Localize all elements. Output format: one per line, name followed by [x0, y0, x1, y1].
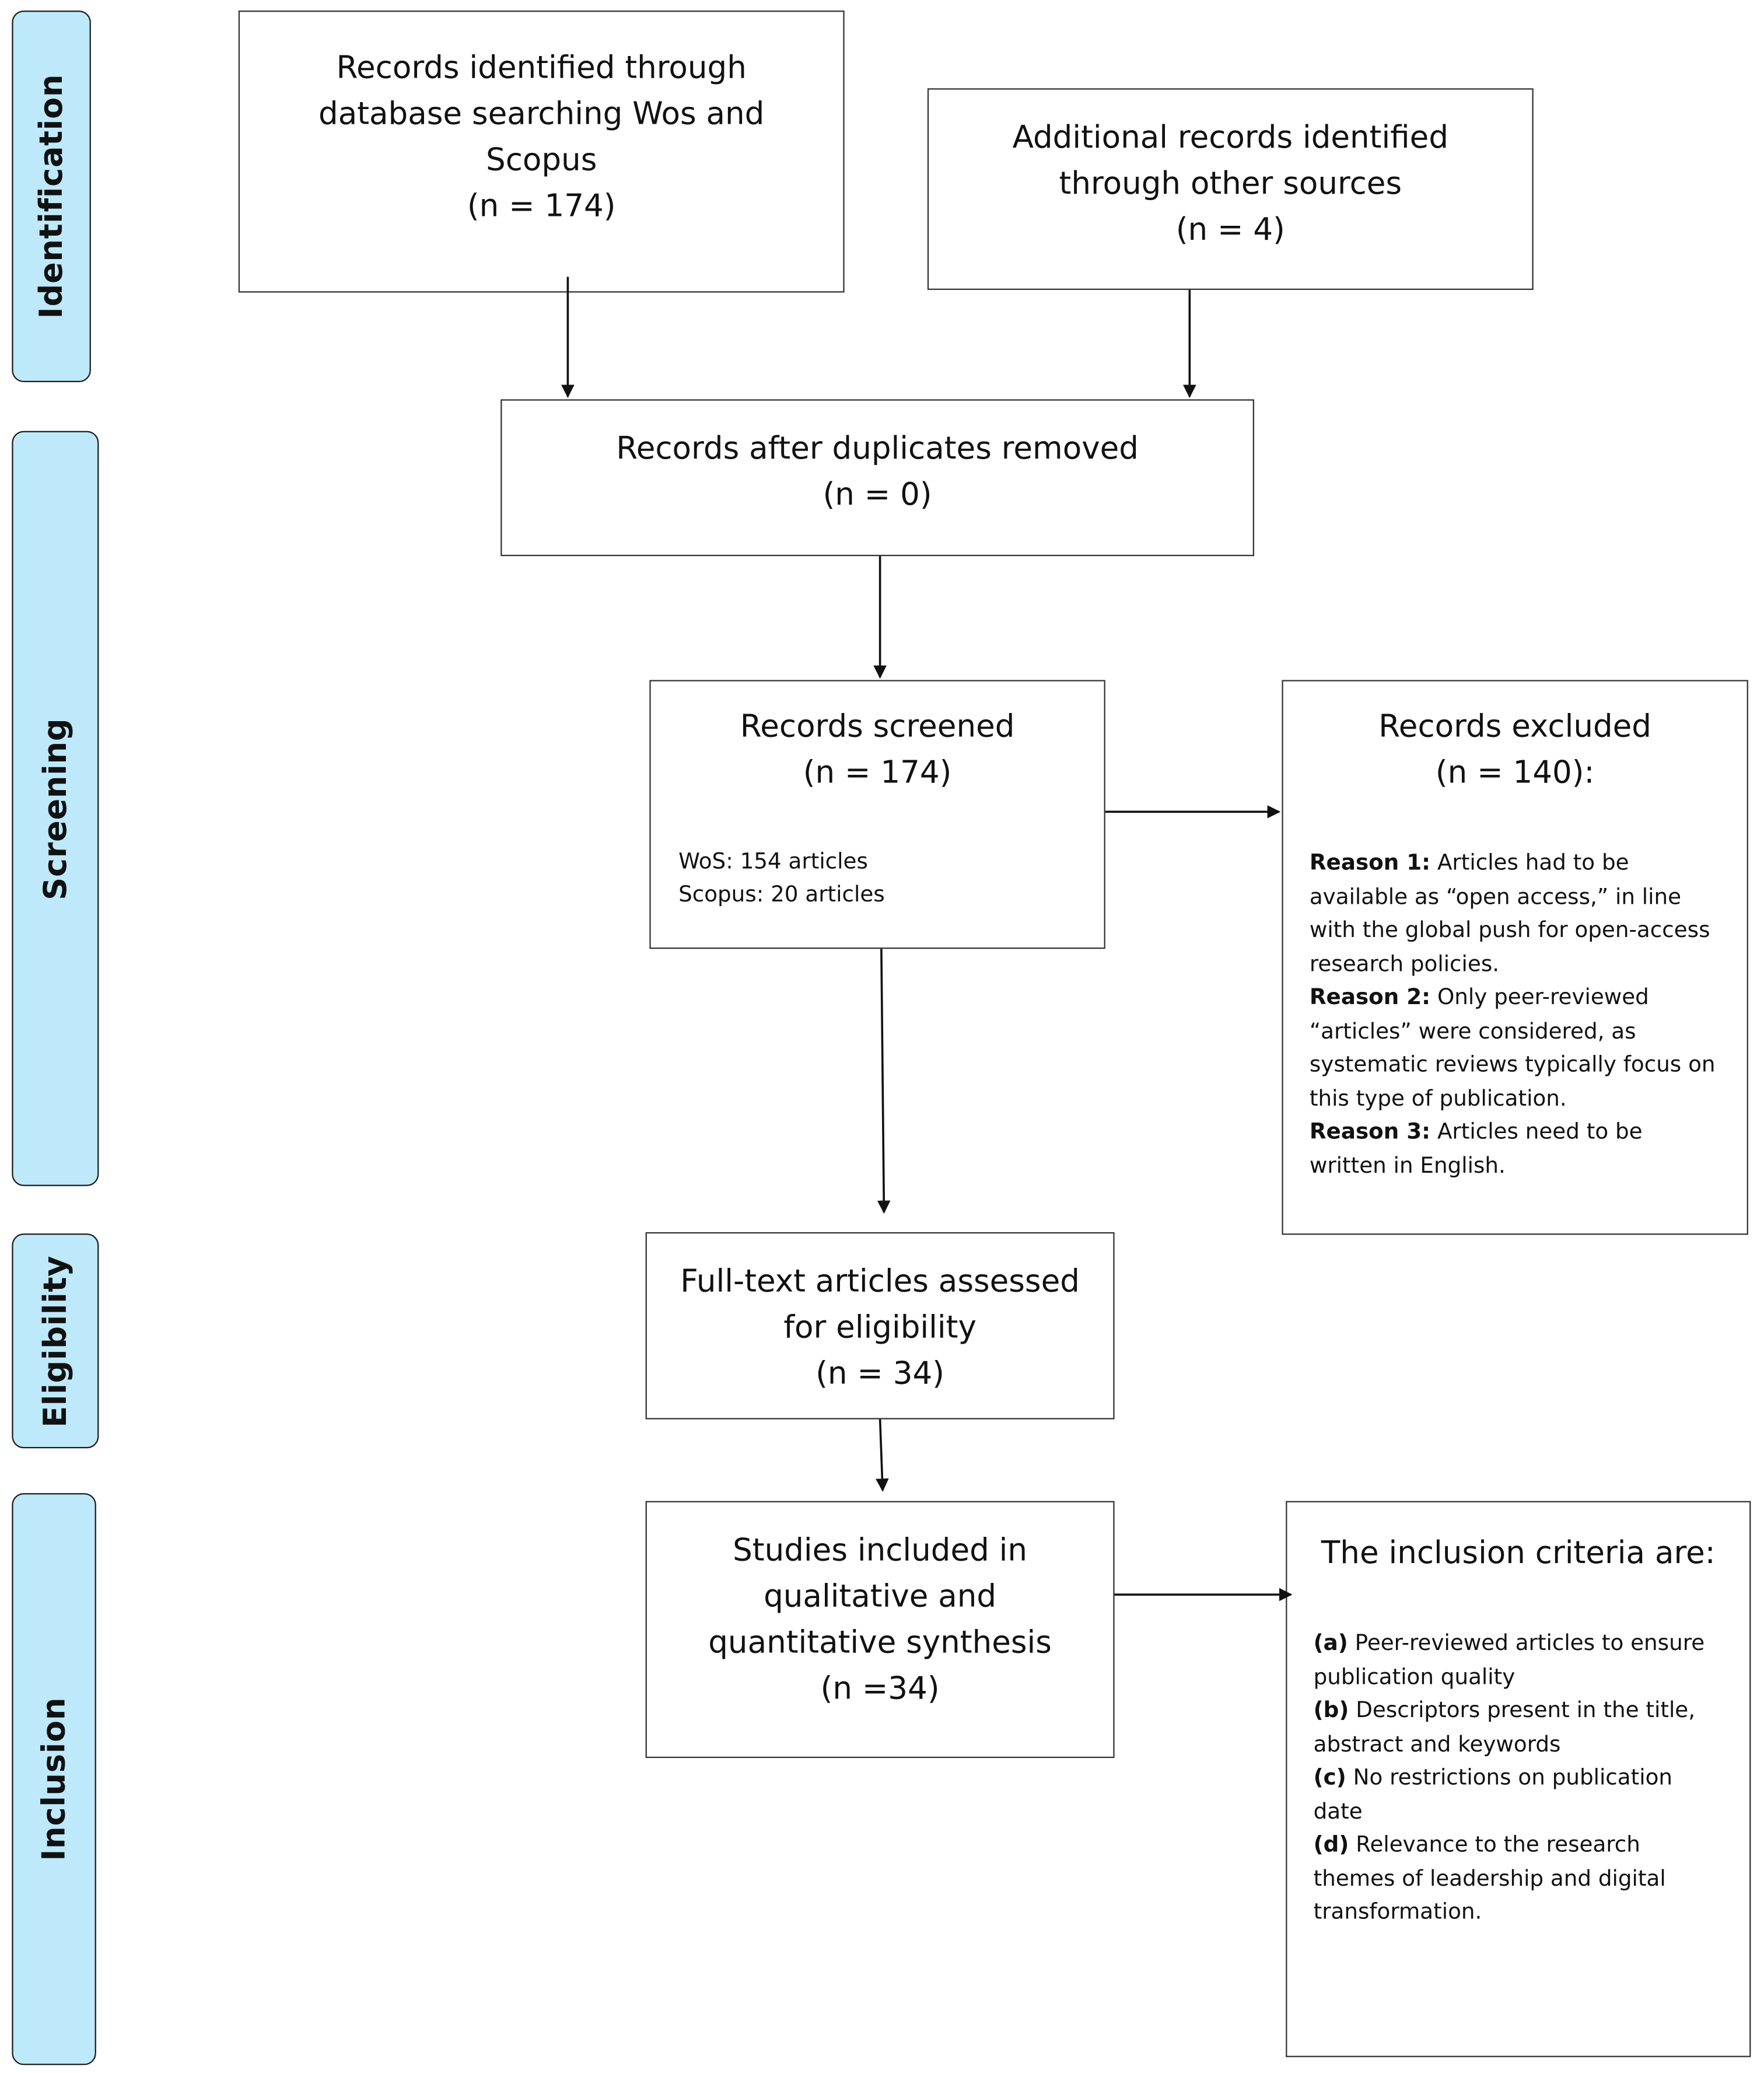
identified-database-line: Scopus — [486, 141, 597, 178]
exclusion-reason-row: written in English. — [1309, 1152, 1506, 1178]
eligibility-line: for eligibility — [783, 1308, 977, 1346]
inclusion-criteria-title: The inclusion criteria are: — [1321, 1534, 1716, 1571]
identified-database-count: (n = 174) — [467, 187, 616, 224]
records-screened-count: (n = 174) — [803, 753, 952, 791]
exclusion-reason-row: research policies. — [1309, 950, 1500, 976]
studies-included-line: Studies included in — [733, 1531, 1028, 1568]
exclusion-reason-row: Reason 1: Articles had to be — [1309, 850, 1629, 875]
exclusion-reason-row: this type of publication. — [1309, 1085, 1567, 1110]
exclusion-reason-row: with the global push for open-access — [1309, 917, 1710, 942]
criteria-item-row: (a) Peer-reviewed articles to ensure — [1313, 1630, 1705, 1655]
phase-eligibility: Eligibility — [12, 1233, 99, 1449]
exclusion-reason-row: systematic reviews typically focus on — [1309, 1051, 1716, 1077]
duplicates-removed-line: Records after duplicates removed — [616, 429, 1139, 467]
identified-other-count: (n = 4) — [1175, 211, 1285, 248]
records-screened-line: Records screened — [740, 707, 1015, 745]
screened-detail-scopus: Scopus: 20 articles — [678, 880, 885, 906]
arrow-eligibility-to-included — [876, 1419, 889, 1492]
eligibility-line: Full-text articles assessed — [680, 1262, 1080, 1300]
identified-database-line: database searching Wos and — [318, 95, 765, 132]
exclusion-reason-row: available as “open access,” in line — [1309, 883, 1682, 909]
exclusion-reason-row: Reason 2: Only peer-reviewed — [1309, 984, 1649, 1010]
phase-inclusion: Inclusion — [12, 1493, 96, 2065]
identified-other-line: through other sources — [1059, 165, 1402, 202]
duplicates-removed-count: (n = 0) — [822, 476, 932, 513]
records-excluded-count: (n = 140): — [1435, 753, 1595, 791]
criteria-item-row: publication quality — [1313, 1663, 1516, 1689]
criteria-item-row: themes of leadership and digital — [1313, 1865, 1666, 1891]
criteria-item-row: transformation. — [1313, 1899, 1482, 1924]
studies-included-line: quantitative synthesis — [708, 1623, 1052, 1661]
duplicates-removed-box: Records after duplicates removed (n = 0) — [501, 399, 1254, 557]
phase-identification: Identification — [12, 11, 91, 383]
exclusion-reason-row: “articles” were considered, as — [1309, 1018, 1636, 1043]
inclusion-criteria-box: The inclusion criteria are: (a) Peer-rev… — [1286, 1501, 1751, 2057]
studies-included-line: qualitative and — [764, 1577, 997, 1614]
records-excluded-line: Records excluded — [1378, 707, 1652, 745]
eligibility-box: Full-text articles assessed for eligibil… — [645, 1232, 1115, 1420]
eligibility-count: (n = 34) — [816, 1354, 944, 1392]
exclusion-reason-row: Reason 3: Articles need to be — [1309, 1118, 1643, 1144]
criteria-item-row: (c) No restrictions on publication — [1313, 1764, 1673, 1790]
criteria-item-row: abstract and keywords — [1313, 1731, 1561, 1756]
studies-included-count: (n =34) — [820, 1669, 940, 1707]
phase-screening: Screening — [12, 431, 99, 1186]
identified-other-line: Additional records identified — [1012, 118, 1449, 156]
arrow-screened-to-eligibility — [877, 949, 891, 1214]
screened-detail-wos: WoS: 154 articles — [678, 848, 868, 874]
identified-database-line: Records identified through — [336, 48, 747, 86]
records-screened-box: Records screened (n = 174) WoS: 154 arti… — [649, 680, 1105, 949]
criteria-item-row: (b) Descriptors present in the title, — [1313, 1697, 1696, 1723]
studies-included-box: Studies included in qualitative and quan… — [645, 1501, 1115, 1759]
identified-database-box: Records identified through database sear… — [238, 11, 845, 293]
criteria-item-row: date — [1313, 1798, 1363, 1823]
identified-other-box: Additional records identified through ot… — [927, 88, 1534, 290]
records-excluded-box: Records excluded (n = 140): Reason 1: Ar… — [1282, 680, 1748, 1235]
criteria-item-row: (d) Relevance to the research — [1313, 1831, 1640, 1857]
